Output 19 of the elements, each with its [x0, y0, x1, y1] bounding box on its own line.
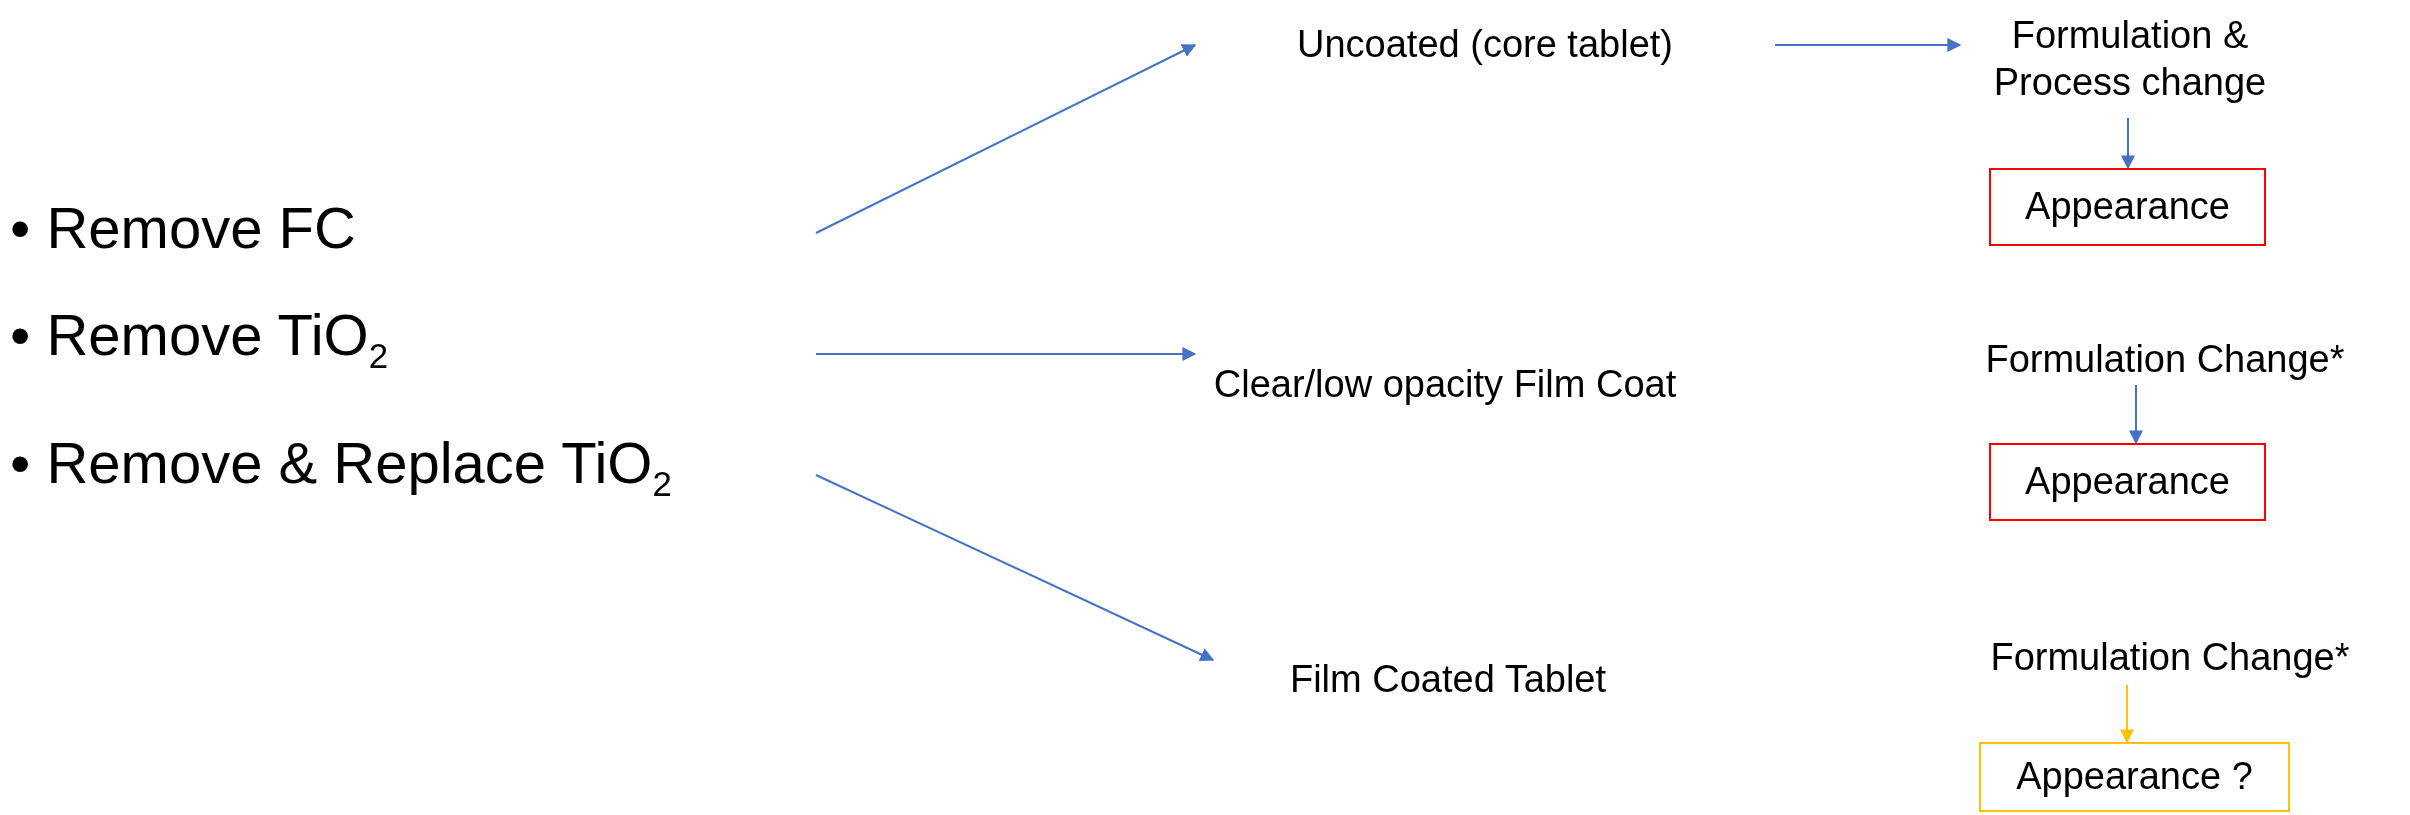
step-label: Formulation Change*	[1935, 630, 2405, 685]
bullet-item: • Remove & Replace TiO$_{2}$	[10, 428, 672, 505]
outcome-box: Appearance	[1989, 443, 2266, 521]
arrow	[815, 44, 1197, 234]
arrow	[1774, 38, 1962, 52]
bullet-item: • Remove FC	[10, 193, 356, 262]
arrow	[2121, 117, 2135, 170]
bullet-item: • Remove TiO$_{2}$	[10, 300, 389, 377]
step-label: Film Coated Tablet	[1213, 640, 1683, 720]
step-label: Clear/low opacity Film Coat	[1195, 320, 1695, 450]
outcome-box: Appearance	[1989, 168, 2266, 246]
arrow	[815, 347, 1197, 361]
arrow	[2120, 684, 2134, 744]
outcome-box: Appearance ?	[1979, 742, 2290, 812]
arrow	[815, 474, 1215, 661]
step-label: Formulation & Process change	[1960, 0, 2300, 118]
step-label: Uncoated (core tablet)	[1195, 15, 1775, 75]
step-label: Formulation Change*	[1930, 335, 2400, 385]
arrow	[2129, 384, 2143, 445]
